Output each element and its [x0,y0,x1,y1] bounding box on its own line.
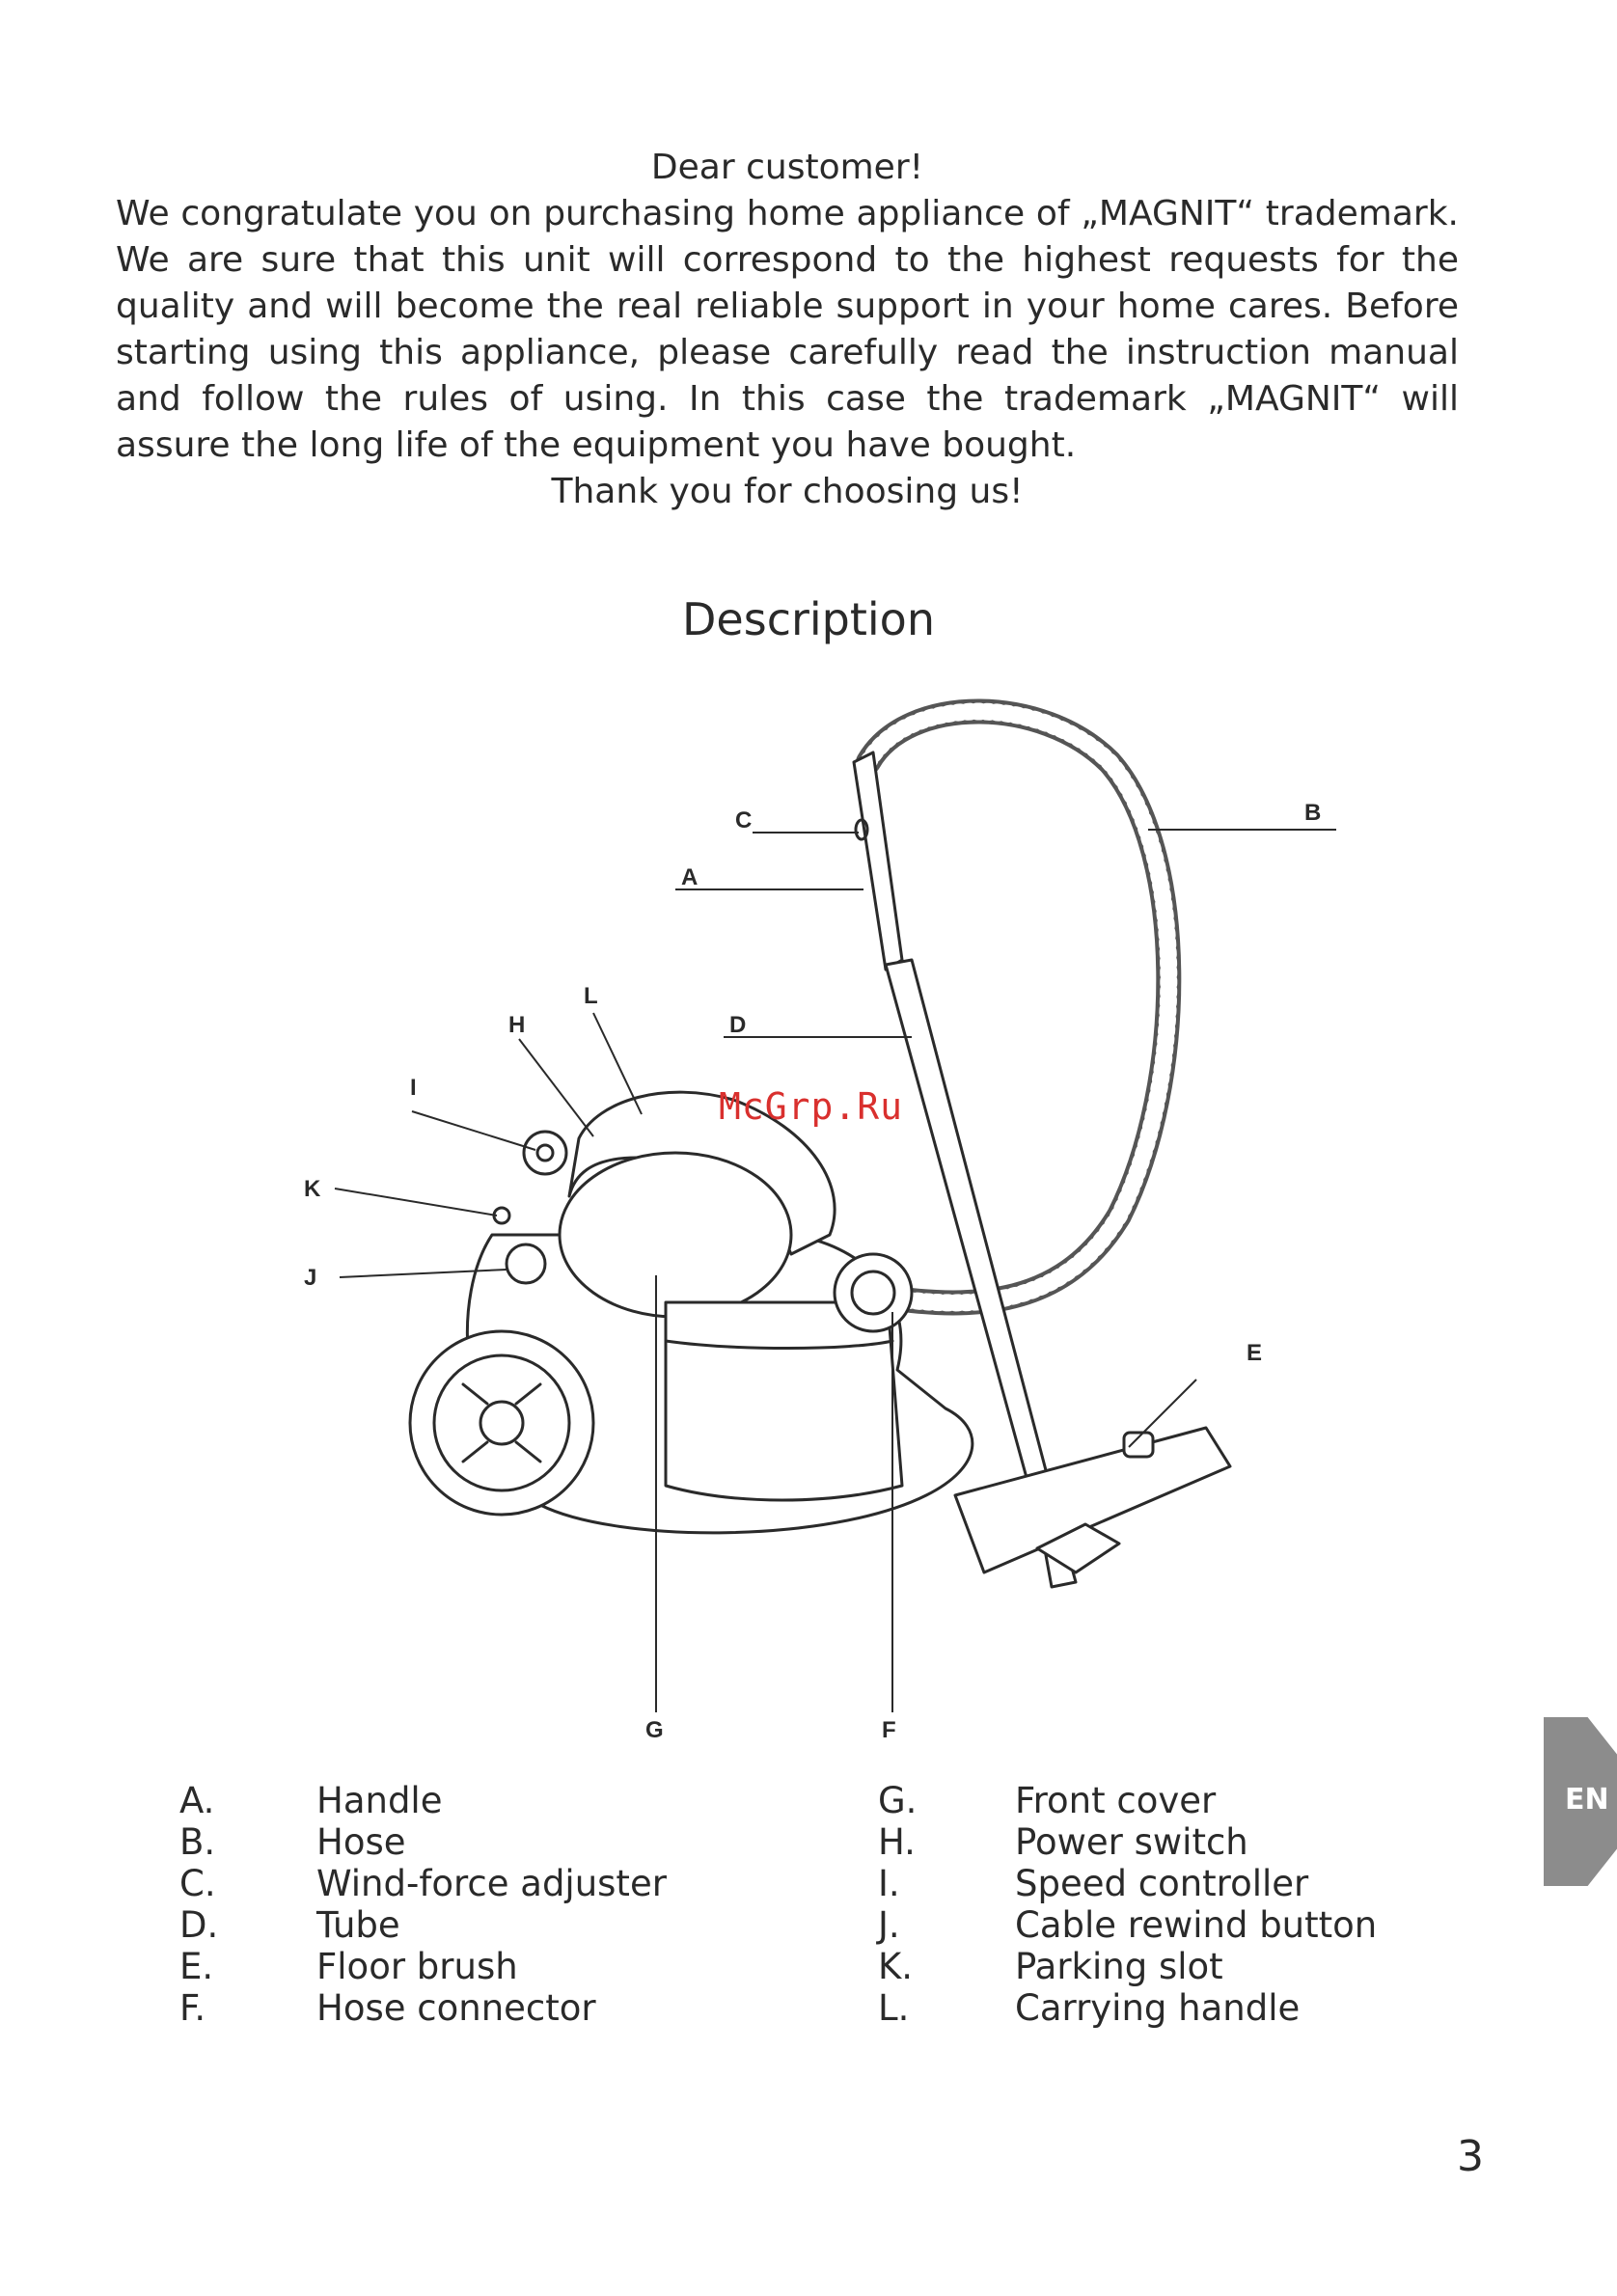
legend-item: D.Tube [179,1904,400,1946]
greeting-block: Dear customer! We congratulate you on pu… [116,145,1459,515]
legend-right: G.Front cover H.Power switch I.Speed con… [878,1780,1377,2029]
section-title: Description [682,593,935,645]
label-k: K [304,1176,321,1202]
page-number: 3 [1457,2132,1484,2181]
floor-brush-drawing [953,1426,1232,1574]
legend-left: A.Handle B.Hose C.Wind-force adjuster D.… [179,1780,667,2029]
label-f: F [882,1717,896,1743]
speed-controller-drawing [522,1130,568,1176]
label-j: J [304,1265,316,1291]
label-d: D [729,1012,746,1038]
hose-connector-drawing [833,1252,914,1333]
label-c: C [735,807,752,834]
cable-rewind-drawing [505,1243,547,1285]
legend-item: B.Hose [179,1821,406,1863]
closing-line: Thank you for choosing us! [551,472,1024,511]
front-cover-drawing [558,1151,793,1319]
legend-item: K.Parking slot [878,1946,1223,1987]
dust-container-drawing [664,1300,904,1502]
label-e: E [1247,1340,1262,1366]
language-tab-label: EN [1565,1783,1609,1817]
legend-item: E.Floor brush [179,1946,518,1987]
label-g: G [645,1717,664,1743]
legend-item: H.Power switch [878,1821,1248,1863]
greeting-body: We congratulate you on purchasing home a… [116,194,1459,465]
label-h: H [508,1012,525,1038]
label-i: I [410,1075,417,1101]
legend-item: L.Carrying handle [878,1987,1301,2029]
salutation: Dear customer! [650,148,924,187]
legend-item: J.Cable rewind button [878,1904,1378,1946]
legend-item: C.Wind-force adjuster [179,1863,667,1904]
label-a: A [681,864,698,890]
label-l: L [584,983,598,1009]
legend-item: A.Handle [179,1780,443,1821]
legend-item: I.Speed controller [878,1863,1309,1904]
vacuum-cleaner-diagram: C A B D L H I K J E G F [304,698,1336,1743]
language-tab: EN [1544,1717,1617,1886]
watermark: McGrp.Ru [719,1085,904,1128]
legend-item: F.Hose connector [179,1987,596,2029]
legend-item: G.Front cover [878,1780,1217,1821]
label-b: B [1304,800,1321,826]
handle-drawing [852,751,904,971]
wheel-drawing [408,1329,595,1517]
